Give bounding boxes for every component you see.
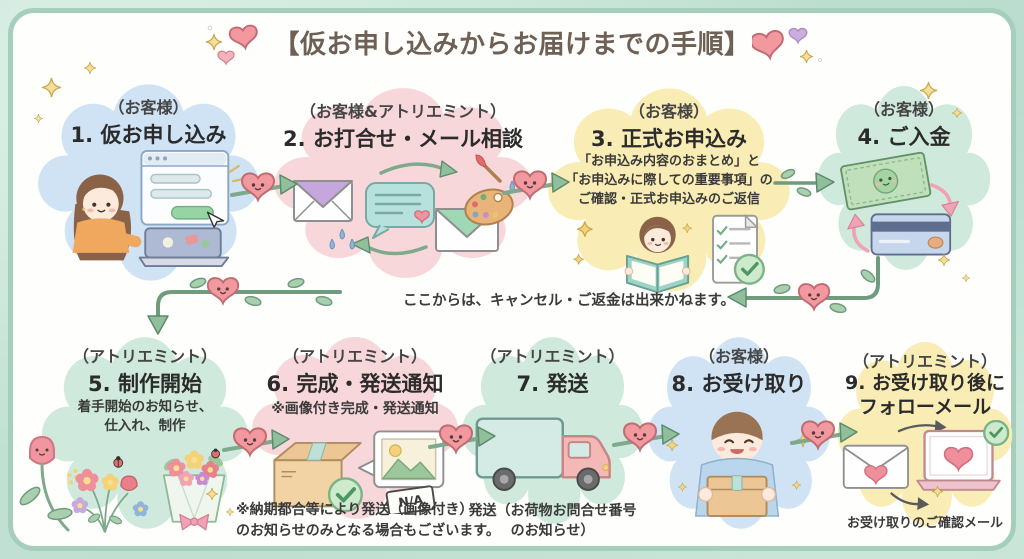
follow-mail-illustration [842, 419, 1010, 510]
flowers-bouquet-illustration [66, 448, 225, 533]
step-2-title: 2. お打合せ・メール相談 [283, 127, 523, 151]
step-9-bubble: （アトリエミント） 9. お受け取り後に フォローメール お受け取りのご確認メー… [836, 338, 1014, 531]
step-6-footnote: ※納期都合等により発送（画像付き） のお知らせのみとなる場合もございます。 [236, 502, 500, 539]
page-title: 【仮お申し込みからお届けまでの手順】 [273, 30, 751, 60]
delivery-truck-illustration [475, 417, 611, 491]
heart-decoration-right [752, 27, 823, 64]
step-6-note: ※画像付き完成・発送通知 [271, 401, 439, 417]
step-6-title: 6. 完成・発送通知 [266, 372, 444, 396]
step-7-actor: （アトリエミント） [480, 347, 625, 366]
step-1-bubble: （お客様） 1. 仮お申し込み [36, 80, 261, 285]
step-7-notes: 発送（お荷物お問合せ番号 のお知らせ） [468, 503, 637, 539]
step-3-bubble: （お客様） 3. 正式お申込み 「お申込み内容のおまとめ」と 「お申込みに際して… [546, 84, 792, 296]
divider-warning-text: ここからは、キャンセル・ご返金は出来かねます。 [402, 293, 736, 309]
vine-divider-left [147, 277, 342, 335]
step-6-actor: （アトリエミント） [282, 347, 427, 366]
step-7-title: 7. 発送 [516, 372, 589, 396]
step-5-bubble: （アトリエミント） 5. 制作開始 着手開始のお知らせ、 仕入れ、制作 [40, 333, 250, 533]
mail-consultation-illustration [292, 154, 515, 256]
step-9-actor: （アトリエミント） [852, 352, 997, 371]
heart-arrow-icon [498, 156, 572, 210]
step-7-bubble: （アトリエミント） 7. 発送 発送（お荷物お問合せ番号 のお知らせ） [460, 333, 645, 539]
step-1-actor: （お客様） [108, 98, 189, 117]
heart-arrow-icon [786, 406, 860, 460]
tulip-decoration [19, 436, 73, 532]
step-8-actor: （お客様） [698, 347, 779, 366]
step-3-actor: （お客様） [628, 102, 709, 121]
heart-arrow-icon [424, 410, 498, 464]
step-5-actor: （アトリエミント） [72, 347, 217, 366]
step-4-title: 4. ご入金 [857, 125, 951, 149]
reading-checklist-illustration [572, 213, 765, 293]
step-1-title: 1. 仮お申し込み [70, 123, 227, 147]
woman-at-laptop-illustration [72, 149, 244, 267]
heart-arrow-icon [608, 408, 682, 462]
boy-receiving-box-illustration [665, 411, 810, 518]
step-3-notes: 「お申込み内容のおまとめ」と 「お申込みに際しての重要事項」の ご確認・正式お申… [565, 154, 773, 207]
step-2-bubble: （お客様&アトリエミント） 2. お打合せ・メール相談 [272, 84, 534, 282]
step-8-title: 8. お受け取り [671, 372, 807, 396]
step-5-title: 5. 制作開始 [88, 372, 202, 396]
step-5-notes: 着手開始のお知らせ、 仕入れ、制作 [77, 399, 213, 434]
step-9-title-line2: フォローメール [858, 395, 992, 418]
vine-divider-right [727, 256, 880, 314]
step-8-bubble: （お客様） 8. お受け取り [646, 333, 832, 533]
step-3-title: 3. 正式お申込み [591, 127, 747, 151]
payment-illustration [840, 151, 959, 256]
step-2-actor: （お客様&アトリエミント） [300, 102, 506, 121]
na-badge: N/A [397, 492, 424, 510]
step-4-bubble: （お客様） 4. ご入金 [816, 82, 992, 274]
box-photo-notice-illustration: N/A [272, 430, 444, 514]
step-9-title-line1: 9. お受け取り後に [844, 372, 1006, 394]
heart-arrow-icon [218, 413, 292, 467]
vine-arrow-icon [773, 168, 835, 197]
step-6-bubble: （アトリエミント） 6. 完成・発送通知 ※画像付き完成・発送通知 N/A [250, 333, 460, 523]
heart-decoration-left [205, 23, 260, 65]
step-9-note: お受け取りのご確認メール [846, 515, 1003, 531]
heart-arrow-icon [226, 158, 300, 212]
step-4-actor: （お客様） [863, 100, 944, 119]
